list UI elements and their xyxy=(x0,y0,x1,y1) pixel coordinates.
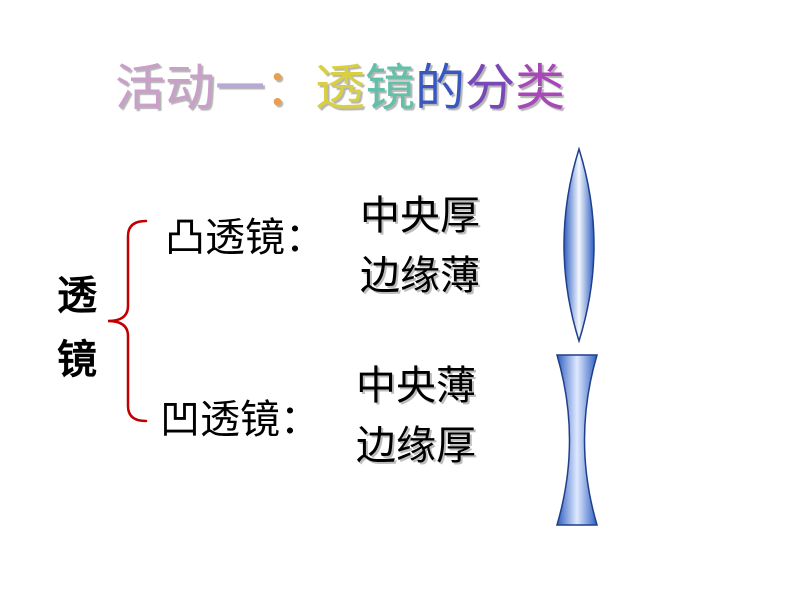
concave-lens-icon xyxy=(555,354,599,526)
concave-lens-label: 凹透镜： xyxy=(160,397,320,443)
convex-edge-text: 边缘薄 xyxy=(360,253,480,299)
title-char-4: ： xyxy=(265,59,315,117)
convex-lens-icon xyxy=(563,146,595,344)
category-char-2: 镜 xyxy=(57,336,97,383)
concave-edge-text: 边缘厚 xyxy=(356,423,476,469)
title-char-8: 分 xyxy=(465,59,515,117)
title-char-9: 类 xyxy=(515,59,565,117)
slide-title: 活动一：透镜的分类 xyxy=(115,58,565,118)
concave-center-text: 中央薄 xyxy=(356,363,476,409)
convex-lens-label: 凸透镜： xyxy=(165,215,325,261)
category-char-1: 透 xyxy=(57,272,97,319)
convex-center-text: 中央厚 xyxy=(360,193,480,239)
title-char-7: 的 xyxy=(415,59,465,117)
title-char-3: 一 xyxy=(215,59,265,117)
title-char-2: 动 xyxy=(165,59,215,117)
curly-brace xyxy=(107,219,148,423)
title-char-5: 透 xyxy=(315,59,365,117)
title-char-1: 活 xyxy=(115,59,165,117)
title-char-6: 镜 xyxy=(365,59,415,117)
